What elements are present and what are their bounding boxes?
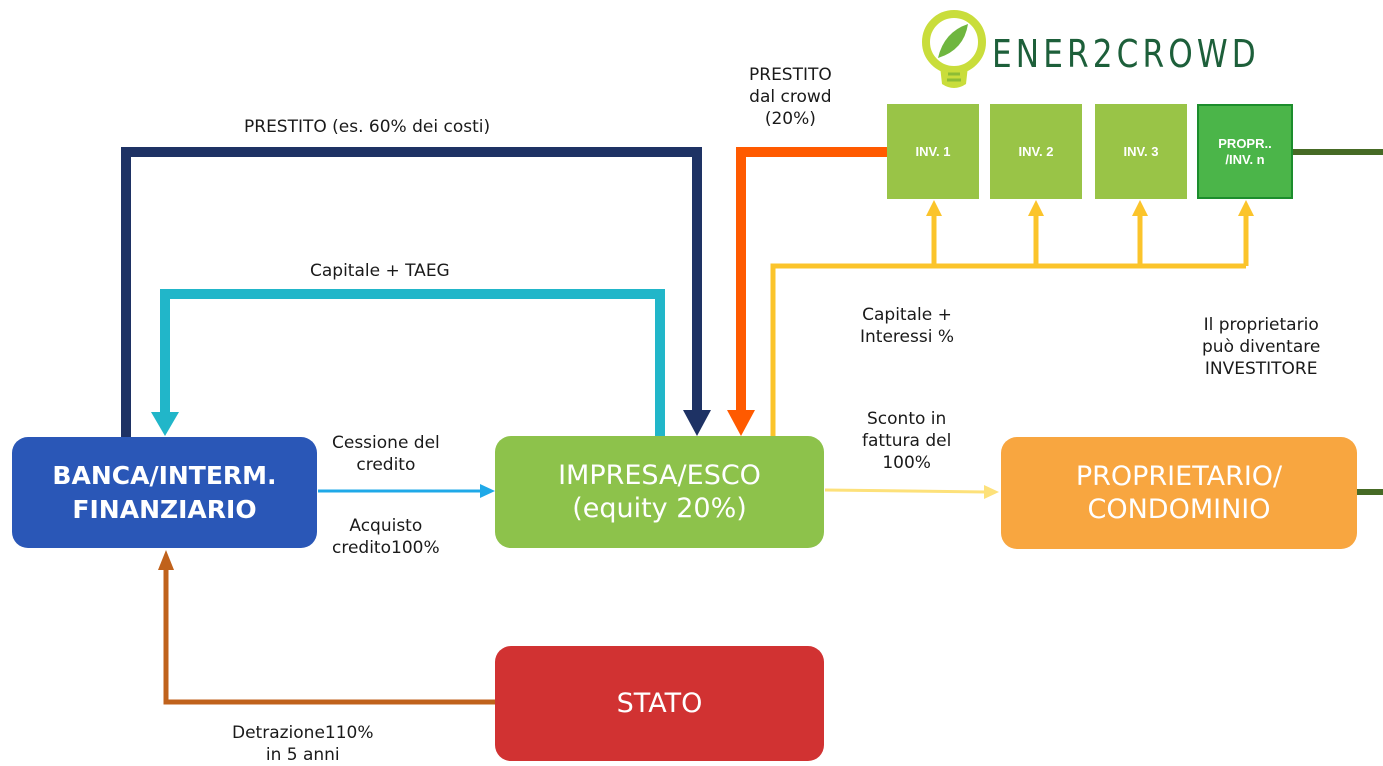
impresa-label-2: (equity 20%) [572,493,747,524]
investor-label: PROPR.. [1218,135,1272,151]
investor-box-1: INV. 1 [887,104,979,199]
proprietario-label-2: CONDOMINIO [1087,494,1271,525]
prestito-loan-arrow [121,147,711,437]
proprietario-investitore-label: Il proprietario può diventare INVESTITOR… [1202,314,1320,380]
edge-label-line: Acquisto [349,516,423,536]
acquisto-credito-label: Acquisto credito100% [332,515,440,559]
impresa-label-1: IMPRESA/ESCO [558,460,761,491]
sconto-fattura-arrow [824,485,999,499]
investor-label: INV. 1 [915,143,951,159]
edge-label-line: credito100% [332,538,440,558]
edge-label-text: PRESTITO (es. 60% dei costi) [244,117,491,137]
edge-label-line: in 5 anni [265,745,340,765]
lightbulb-leaf-icon [922,10,986,88]
proprietario-label-1: PROPRIETARIO/ [1075,461,1283,492]
ener2crowd-logo [918,8,1263,103]
prestito-banca-label: PRESTITO (es. 60% dei costi) [244,116,490,138]
banca-label-1: BANCA/INTERM. [52,460,277,490]
edge-label-line: Capitale + [862,305,952,325]
edge-label-line: dal crowd [749,87,832,107]
banca-label-2: FINANZIARIO [72,494,257,524]
investor-box-3: INV. 3 [1095,104,1187,199]
edge-label-text: Capitale + TAEG [310,261,450,281]
edge-label-line: 100% [882,453,931,473]
edge-label-line: credito [356,455,416,475]
capitale-interessi-arrows [770,200,1254,436]
capitale-taeg-label: Capitale + TAEG [310,260,450,282]
investor-label: INV. 3 [1123,143,1159,159]
prestito-crowd-arrow [727,147,887,436]
impresa-node: IMPRESA/ESCO (equity 20%) [495,436,824,548]
investor-box-n: PROPR.. /INV. n [1197,104,1293,199]
logo-wordmark: ENER2CROWD [992,32,1260,76]
edge-label-line: può diventare [1202,337,1321,357]
stato-node: STATO [495,646,824,761]
edge-label-line: INVESTITORE [1204,359,1318,379]
edge-label-line: Sconto in [867,409,947,429]
detrazione-arrow [158,550,495,705]
stato-label: STATO [616,688,703,719]
sconto-fattura-label: Sconto in fattura del 100% [862,408,951,474]
edge-label-line: Interessi % [860,327,954,347]
edge-label-line: Il proprietario [1203,315,1319,335]
edge-label-line: Detrazione110% [232,723,374,743]
capitale-interessi-label: Capitale + Interessi % [860,304,954,348]
prestito-crowd-label: PRESTITO dal crowd (20%) [749,64,832,130]
edge-label-line: Cessione del [332,433,440,453]
edge-label-line: fattura del [862,431,952,451]
banca-node: BANCA/INTERM. FINANZIARIO [12,437,317,548]
cessione-credito-arrow [318,484,495,498]
investor-box-2: INV. 2 [990,104,1082,199]
investor-label-2: /INV. n [1225,151,1265,167]
edge-label-line: PRESTITO [749,65,832,85]
capitale-taeg-arrow [151,289,665,436]
investor-label: INV. 2 [1018,143,1054,159]
cessione-credito-label: Cessione del credito [332,432,440,476]
edge-label-line: (20%) [764,109,816,129]
detrazione-label: Detrazione110% in 5 anni [232,722,374,766]
proprietario-node: PROPRIETARIO/ CONDOMINIO [1001,437,1357,549]
